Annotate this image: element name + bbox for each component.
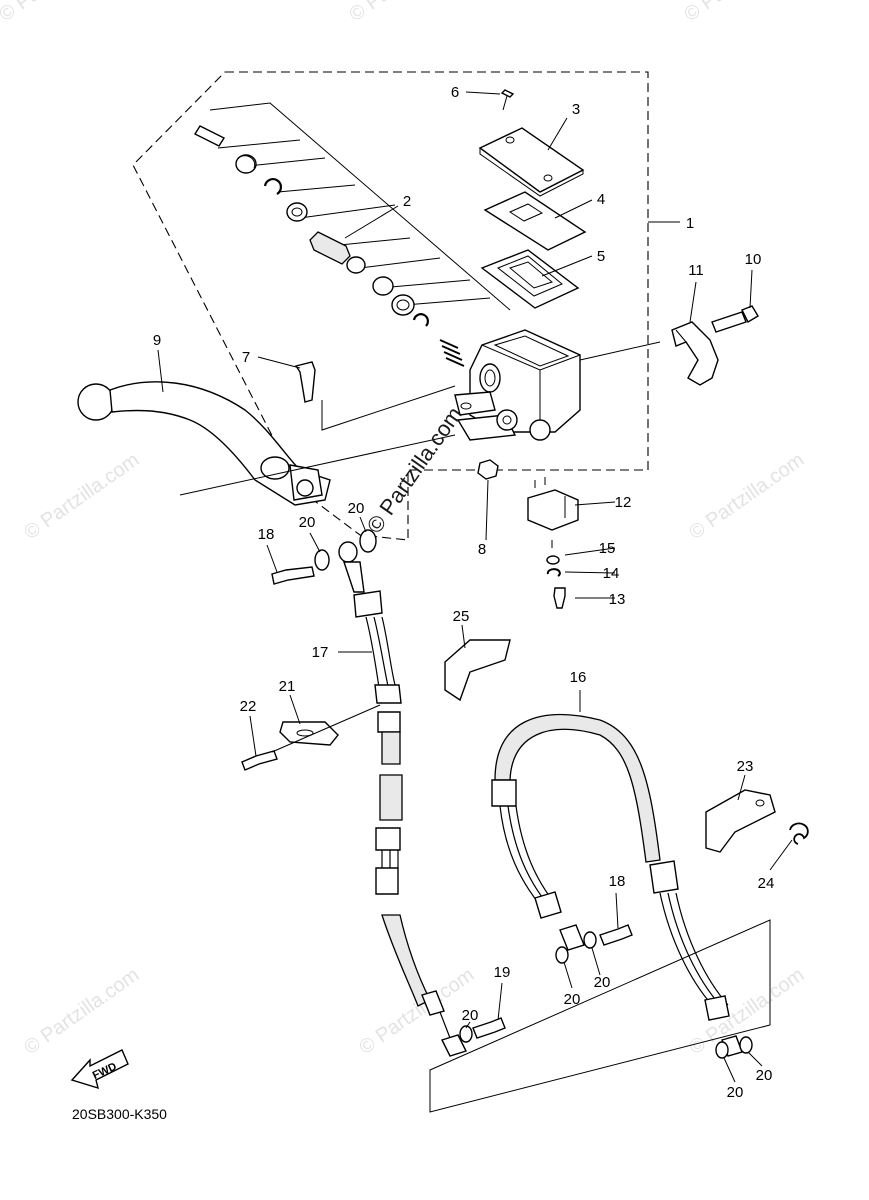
callout-22: 22 <box>240 698 257 715</box>
stop-switch <box>527 477 579 609</box>
callout-14: 14 <box>603 565 620 582</box>
callout-25: 25 <box>453 608 470 625</box>
callout-13: 13 <box>609 591 626 608</box>
callout-23: 23 <box>737 758 754 775</box>
callout-16: 16 <box>570 669 587 686</box>
callout-20-mid-left: 20 <box>564 991 581 1008</box>
callout-11: 11 <box>688 262 704 279</box>
callout-12: 12 <box>615 494 632 511</box>
bracket-23 <box>705 789 809 853</box>
upper-hose-fittings <box>271 529 377 593</box>
leader-lines <box>157 91 793 1083</box>
callout-24: 24 <box>758 875 775 892</box>
callout-21: 21 <box>279 678 296 695</box>
pivot-bolt-guide <box>321 385 456 431</box>
lower-frame <box>429 919 771 1113</box>
callout-20-upper-right: 20 <box>348 500 365 517</box>
brake-lever <box>77 381 331 506</box>
callout-4: 4 <box>597 191 605 208</box>
brake-hose-lower <box>491 713 743 1057</box>
watermark: © Partzilla.com <box>680 0 803 26</box>
callout-5: 5 <box>597 248 605 265</box>
callout-6: 6 <box>451 84 459 101</box>
hose-guide-bracket <box>241 704 381 771</box>
piston-kit-guides <box>209 102 511 311</box>
callout-20-upper-left: 20 <box>299 514 316 531</box>
callout-2: 2 <box>403 193 411 210</box>
watermarks: © Partzilla.com © Partzilla.com © Partzi… <box>0 0 808 1059</box>
diagram-code: 20SB300-K350 <box>72 1106 167 1122</box>
callout-7: 7 <box>242 349 250 366</box>
reservoir-cover-parts <box>478 89 587 309</box>
bracket-25 <box>444 639 511 702</box>
fwd-arrow-icon: FWD <box>70 1049 129 1090</box>
callout-8: 8 <box>478 541 486 558</box>
callout-1: 1 <box>686 215 694 232</box>
master-cylinder-body <box>454 329 581 441</box>
watermark: © Partzilla.com <box>0 0 118 26</box>
brake-hose-upper <box>353 590 467 1057</box>
callout-20-bottom-left: 20 <box>727 1084 744 1101</box>
watermark: © Partzilla.com <box>345 0 468 26</box>
callout-19: 19 <box>494 964 511 981</box>
watermark: © Partzilla.com <box>20 964 143 1059</box>
watermark: © Partzilla.com <box>685 449 808 544</box>
callout-20-bottom-right: 20 <box>756 1067 773 1084</box>
callout-20-hose-end: 20 <box>462 1007 479 1024</box>
callout-3: 3 <box>572 101 580 118</box>
holder-and-bolt <box>671 305 759 386</box>
callout-9: 9 <box>153 332 161 349</box>
pivot-bolt <box>294 361 316 403</box>
piston-kit-parts <box>193 125 465 367</box>
lower-fittings <box>459 924 753 1059</box>
callout-17: 17 <box>312 644 329 661</box>
callout-18-upper: 18 <box>258 526 275 543</box>
nut <box>477 459 499 480</box>
callout-20-mid-right: 20 <box>594 974 611 991</box>
callout-10: 10 <box>745 251 762 268</box>
callout-15: 15 <box>599 540 616 557</box>
watermark: © Partzilla.com <box>20 449 143 544</box>
callout-18-lower: 18 <box>609 873 626 890</box>
callout-labels: 1 2 3 4 5 6 7 8 9 10 11 12 13 14 15 16 1… <box>153 84 775 1101</box>
center-watermark: © Partzilla.com <box>362 402 468 538</box>
